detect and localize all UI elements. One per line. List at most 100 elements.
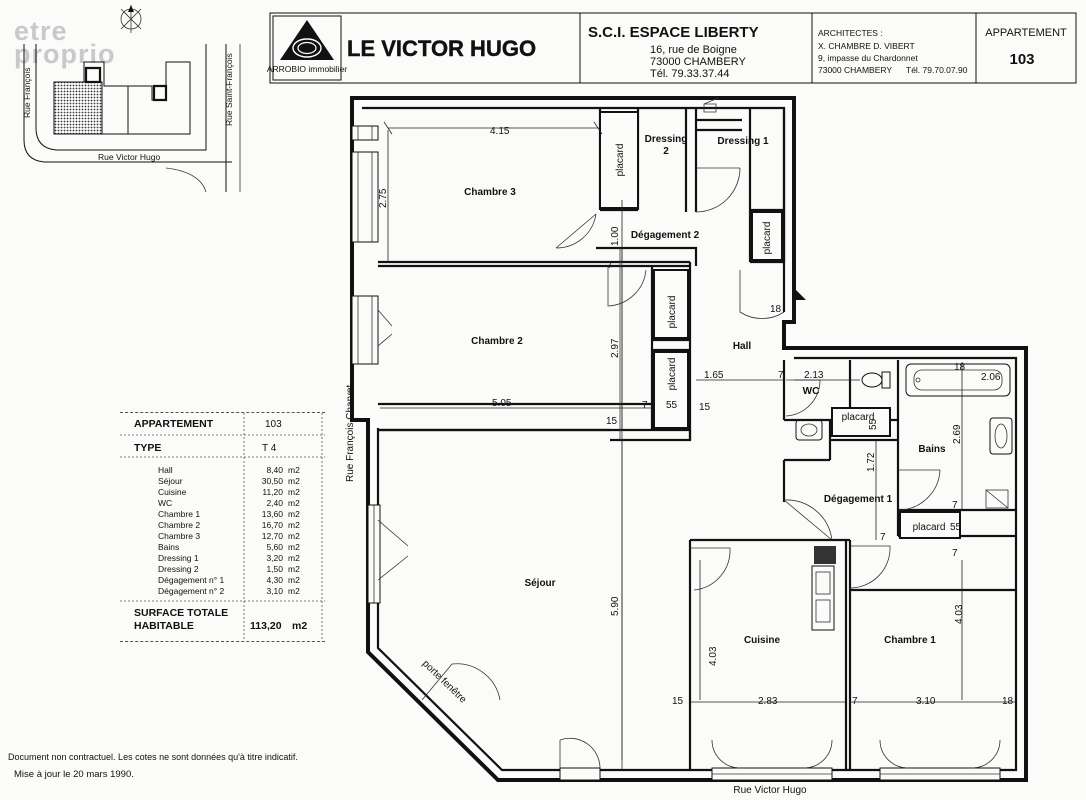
title-block: ARROBIO immobilier LE VICTOR HUGO S.C.I.… [267, 12, 1077, 84]
row-unit: m2 [288, 520, 300, 530]
street-victor-hugo: Rue Victor Hugo [733, 785, 807, 796]
map-street-bottom: Rue Victor Hugo [98, 152, 160, 162]
room-dressing-1: Dressing 1 [717, 136, 769, 147]
table-apartment-label: APPARTEMENT [134, 418, 214, 430]
sci-phone: Tél. 79.33.37.44 [650, 68, 730, 80]
row-area: 5,60 [266, 542, 283, 552]
architects-phone: Tél. 79.70.07.90 [906, 65, 968, 75]
row-area: 11,20 [262, 487, 283, 497]
row-area: 8,40 [266, 465, 283, 475]
placard-label: placard [615, 144, 626, 177]
row-area: 3,20 [266, 553, 283, 563]
location-map: Rue Victor Hugo Rue François Rue Saint-F… [22, 5, 241, 193]
row-area: 30,50 [262, 476, 284, 486]
map-street-left: Rue François [22, 67, 32, 118]
dim-label: 1.72 [866, 452, 877, 472]
shower-icon [985, 489, 1009, 509]
surface-table: APPARTEMENT 103 TYPE T 4 Hall Séjour Cui… [120, 412, 325, 642]
watermark-line-2: proprio [14, 39, 116, 69]
row-unit: m2 [288, 498, 300, 508]
room-hall: Hall [733, 341, 752, 352]
entrance-marker-icon [794, 288, 806, 300]
table-apartment-number: 103 [265, 419, 282, 430]
dimension-lines [380, 121, 1016, 760]
dim-label: 15 [672, 696, 684, 707]
row-name: Dressing 2 [158, 564, 199, 574]
row-unit: m2 [288, 586, 300, 596]
room-bains: Bains [918, 444, 946, 455]
row-unit: m2 [288, 487, 300, 497]
building-name: LE VICTOR HUGO [347, 36, 536, 61]
dim-label: 7 [607, 260, 613, 271]
dim-label: 7 [952, 548, 958, 559]
bathtub-icon [905, 363, 1011, 397]
room-chambre-3: Chambre 3 [464, 187, 516, 198]
row-name: Chambre 1 [158, 509, 200, 519]
arrobio-logo: ARROBIO immobilier [267, 15, 347, 81]
logo-text: ARROBIO immobilier [267, 64, 347, 74]
dim-label: 55 [666, 400, 678, 411]
dim-label: 55 [868, 418, 879, 430]
watermark-line-1: etre [14, 16, 68, 46]
dim-label: 3.10 [916, 696, 936, 707]
row-unit: m2 [288, 465, 300, 475]
architects-address-1: 9, impasse du Chardonnet [818, 53, 918, 63]
watermark: etre proprio [14, 16, 116, 69]
placards [599, 111, 961, 539]
row-unit: m2 [288, 509, 300, 519]
interior-walls [378, 108, 1016, 770]
sci-name: S.C.I. ESPACE LIBERTY [588, 24, 759, 41]
disclaimer: Document non contractuel. Les cotes ne s… [8, 752, 298, 762]
dim-label: 4.03 [708, 646, 719, 666]
dim-label: 1.00 [610, 226, 621, 246]
placard-label: placard [842, 412, 875, 423]
dim-label: 2.97 [610, 338, 621, 358]
row-area: 12,70 [262, 531, 284, 541]
kitchen-sink-icon [811, 546, 836, 631]
apartment-number: 103 [1009, 51, 1034, 68]
sci-address-2: 73000 CHAMBERY [650, 56, 746, 68]
row-area: 1,50 [266, 564, 283, 574]
update-date: Mise à jour le 20 mars 1990. [14, 769, 134, 780]
dim-label: 18 [1002, 696, 1014, 707]
dim-label: 2.69 [952, 424, 963, 444]
row-unit: m2 [288, 531, 300, 541]
row-unit: m2 [288, 564, 300, 574]
room-chambre-2: Chambre 2 [471, 336, 523, 347]
table-type-label: TYPE [134, 442, 161, 454]
room-dressing-2-a: Dressing [645, 134, 688, 145]
dim-label: 2.06 [981, 372, 1001, 383]
dim-label: 5.05 [492, 398, 512, 409]
dim-label: 7 [880, 532, 886, 543]
row-unit: m2 [288, 575, 300, 585]
dim-label: 5.90 [610, 596, 621, 616]
porte-fenetre-label: porte fenêtre [420, 658, 469, 706]
room-degagement-1: Dégagement 1 [824, 494, 893, 505]
row-area: 4,30 [266, 575, 283, 585]
total-label-1: SURFACE TOTALE [134, 607, 228, 619]
dim-label: 7 [778, 370, 784, 381]
placard-label: placard [913, 522, 946, 533]
row-unit: m2 [288, 476, 300, 486]
architects-label: ARCHITECTES : [818, 28, 883, 38]
row-area: 13,60 [262, 509, 284, 519]
total-label-2: HABITABLE [134, 620, 194, 632]
apartment-label: APPARTEMENT [985, 27, 1067, 39]
room-cuisine: Cuisine [744, 635, 781, 646]
room-dressing-2-b: 2 [663, 146, 669, 157]
map-street-right: Rue Saint-François [224, 53, 234, 126]
room-chambre-1: Chambre 1 [884, 635, 936, 646]
dim-label: 7 [952, 500, 958, 511]
row-name: Bains [158, 542, 179, 552]
toilet-icon [861, 371, 891, 389]
row-name: Hall [158, 465, 173, 475]
room-degagement-2: Dégagement 2 [631, 230, 700, 241]
dim-label: 15 [699, 402, 711, 413]
row-area: 16,70 [262, 520, 284, 530]
room-wc: WC [803, 386, 820, 397]
dim-label: 1.65 [704, 370, 724, 381]
dim-label: 2.83 [758, 696, 778, 707]
sci-address-1: 16, rue de Boigne [650, 44, 737, 56]
doors [377, 97, 1001, 769]
